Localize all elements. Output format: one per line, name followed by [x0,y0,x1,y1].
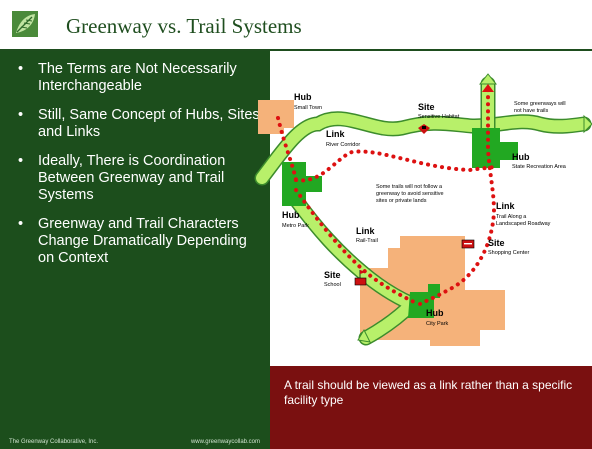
link-river-sub: River Corridor [326,142,360,148]
greenway-corridor [256,112,590,184]
bullet-text: The Terms are Not Necessarily Interchang… [38,61,237,94]
note-greenways-line: Some greenways will [514,101,566,107]
bullet-item: • Ideally, There is Coordination Between … [10,153,260,204]
caption-text: A trail should be viewed as a link rathe… [284,378,573,407]
title-bar: Greenway vs. Trail Systems [0,0,592,51]
trail-route [276,116,298,182]
greenway-corridor [290,194,423,344]
link-river-title: Link [326,129,345,139]
bullet-dot-icon: • [18,216,24,232]
bullet-panel: • The Terms are Not Necessarily Interchan… [0,51,270,449]
note-trails-line: greenway to avoid sensitive [376,191,444,197]
bullet-item: • Greenway and Trail Characters Change Dr… [10,216,260,267]
bullet-text: Greenway and Trail Characters Change Dra… [38,216,247,266]
hub-city-title: Hub [426,308,444,318]
hub-state-recreation-shape [472,128,518,168]
hub-state-rec-title: Hub [512,152,530,162]
site-shopping-sub: Shopping Center [488,250,529,256]
hub-metro-park-shape [282,162,322,206]
bullet-dot-icon: • [18,107,24,123]
greenway-arrow-icon [357,328,371,343]
trail-route [294,149,500,183]
shopping-center-marker-icon [461,239,475,249]
trail-arrow-icon [482,84,494,92]
bullet-item: • Still, Same Concept of Hubs, Sites and … [10,107,260,141]
link-rail-sub: Rail-Trail [356,238,378,244]
trail-route [294,188,416,304]
hub-small-town-title: Hub [294,92,312,102]
bullet-list: • The Terms are Not Necessarily Interchan… [10,61,260,279]
small-town-area [258,100,294,134]
site-school-title: Site [324,270,341,280]
bullet-text: Ideally, There is Coordination Between G… [38,153,226,203]
site-school-sub: School [324,282,341,288]
hub-city-park-shape [408,284,440,318]
footer-url: www.greenwaycollab.com [190,439,260,445]
bullet-dot-icon: • [18,61,24,77]
leaf-logo-icon [12,11,38,37]
note-trails-line: sites or private lands [376,198,427,204]
greenway-trail-diagram: Hub Small Town Site Sensitive Habitat So… [254,73,592,346]
sensitive-habitat-marker-icon [418,124,430,134]
site-sensitive-sub: Sensitive Habitat [418,114,460,120]
note-greenways-line: not have trails [514,108,548,114]
hub-small-town-sub: Small Town [294,105,322,111]
note-trails-line: Some trails will not follow a [376,184,443,190]
hub-metro-sub: Metro Park [282,223,309,229]
link-roadway-title: Link [496,201,515,211]
bullet-text: Still, Same Concept of Hubs, Sites and L… [38,107,260,140]
site-sensitive-title: Site [418,102,435,112]
hub-city-sub: City Park [426,321,449,327]
slide-title: Greenway vs. Trail Systems [66,14,302,38]
bullet-dot-icon: • [18,153,24,169]
greenway-arrow-icon [583,114,592,134]
footer-organization: The Greenway Collaborative, Inc. [9,439,99,445]
school-marker-icon [354,270,367,286]
link-roadway-sub: Trail Along a [496,214,527,220]
hub-metro-title: Hub [282,210,300,220]
bullet-item: • The Terms are Not Necessarily Interchan… [10,61,260,95]
link-rail-title: Link [356,226,375,236]
hub-state-rec-sub: State Recreation Area [512,164,567,170]
site-shopping-title: Site [488,238,505,248]
greenway-arrow-icon [478,73,498,85]
link-roadway-sub: Landscaped Roadway [496,221,551,227]
caption-box: A trail should be viewed as a link rathe… [270,366,592,449]
